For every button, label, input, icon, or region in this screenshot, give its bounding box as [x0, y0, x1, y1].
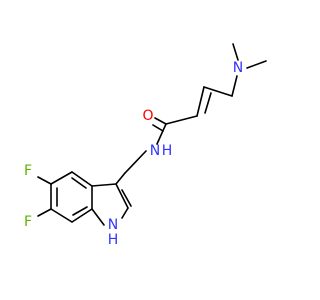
bond-c2-n1: [121, 207, 129, 219]
indole-hydrogen-label: H: [108, 232, 119, 248]
amide-hydrogen-label: H: [162, 143, 173, 159]
bond-alkene-double-b: [204, 92, 212, 114]
bond-carbonyl-double-b: [152, 124, 164, 132]
amide-nitrogen-label: N: [150, 143, 160, 159]
atom-labels: N O N H F F N H: [24, 60, 243, 248]
bond-c4-c5: [50, 171, 73, 185]
carbonyl-oxygen-label: O: [142, 108, 153, 124]
bond-c3a-c4-double-a: [71, 171, 93, 187]
indole-nitrogen-label: N: [108, 217, 118, 233]
bond-c6-c7: [50, 208, 73, 223]
bond-methyl-n-b: [232, 43, 239, 61]
bond-carbonyl-amide-n: [156, 123, 167, 145]
bond-n-ch2: [231, 75, 238, 97]
bond-alkene-double-a: [196, 86, 205, 117]
bond-c5-f: [37, 176, 52, 185]
bonds: [37, 43, 267, 226]
bond-carbonyl-double-a: [154, 117, 167, 125]
bond-amide-n-ch2: [124, 150, 147, 174]
bond-c7-c7a-double-a: [71, 208, 93, 223]
bond-c3-c2-double-a: [115, 183, 129, 209]
bond-methyl-n-a: [246, 60, 267, 69]
bond-c7-c7a-double-b: [72, 206, 88, 216]
bond-c3a-c4-double-b: [71, 177, 87, 189]
bond-alkene-carbonyl: [165, 115, 198, 125]
amine-nitrogen-label: N: [233, 60, 243, 76]
fluorine-label-6: F: [24, 214, 32, 230]
molecule-structure: N O N H F F N H: [24, 43, 267, 248]
bond-c6-f: [37, 208, 52, 217]
bond-n1-c7a: [91, 208, 105, 226]
bond-c3-c3a: [91, 183, 117, 187]
bond-c3-c2-double-b: [121, 189, 132, 207]
fluorine-label-5: F: [24, 163, 32, 179]
bond-ch2-indole-c3: [115, 172, 126, 185]
bond-ch2-alkene: [203, 86, 233, 97]
